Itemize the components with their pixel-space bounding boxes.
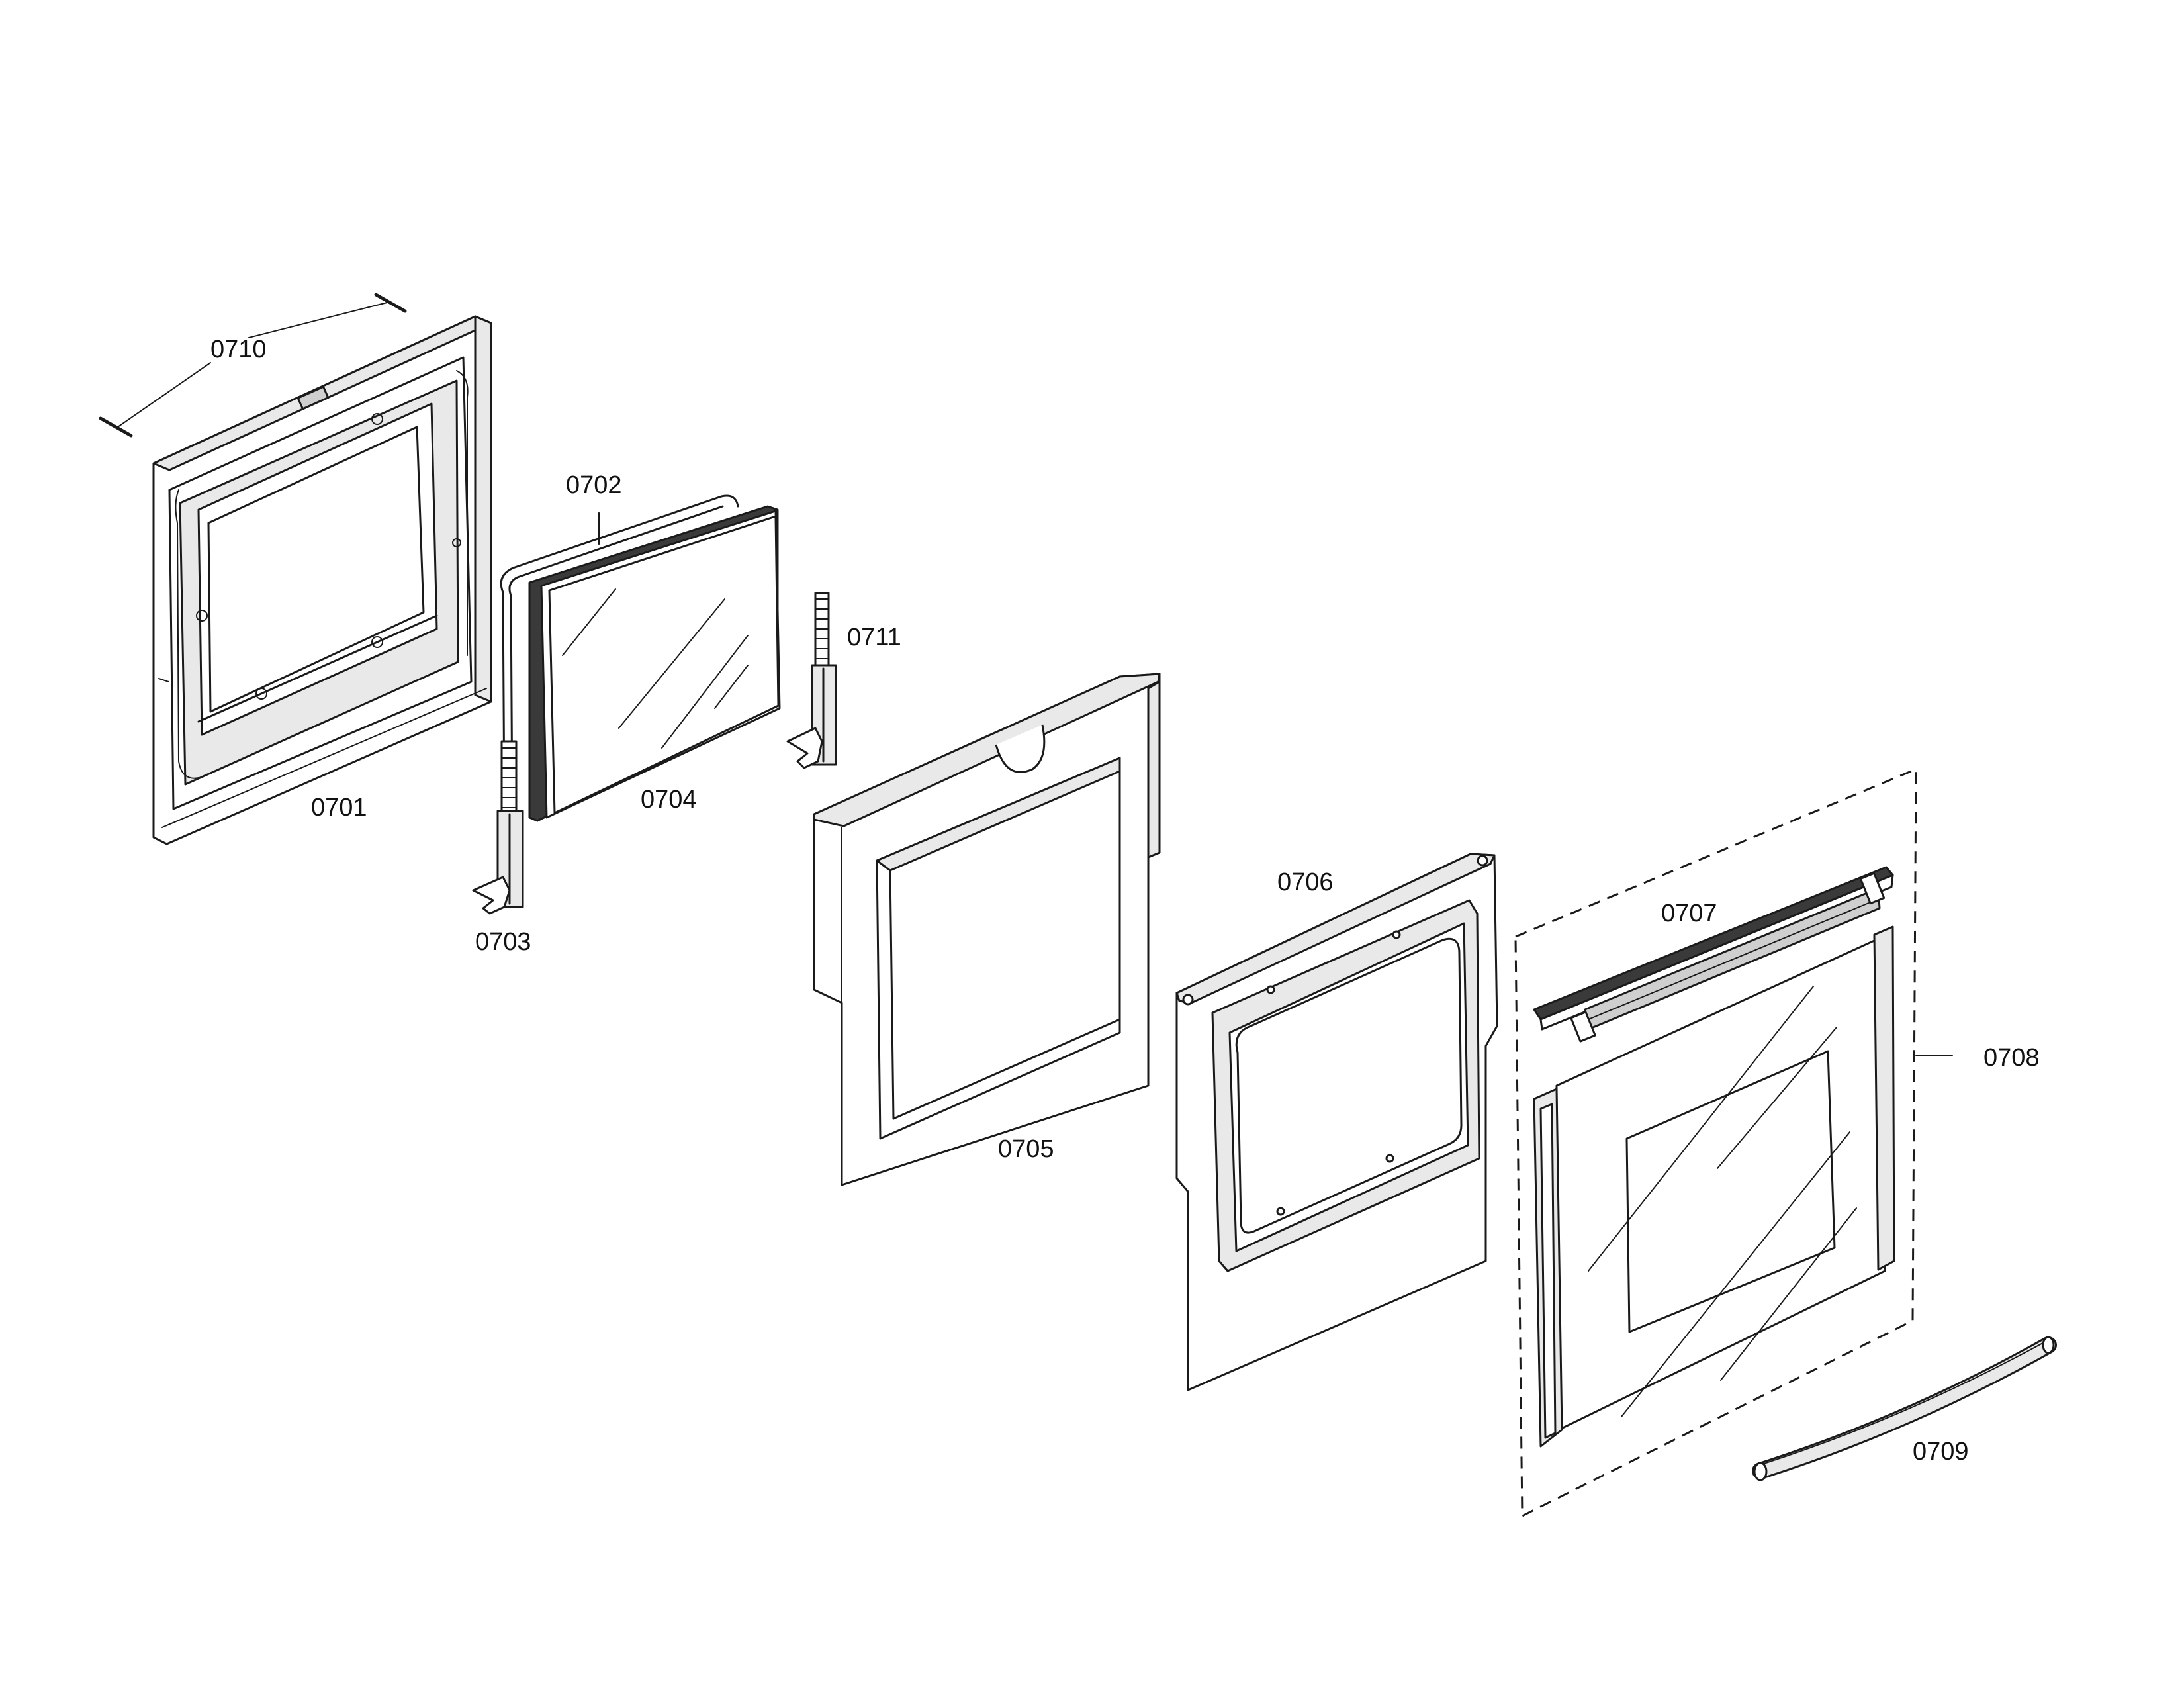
part-0709-handle xyxy=(1752,1336,2057,1481)
part-0704-glass-pack xyxy=(528,505,781,822)
part-0710-pins xyxy=(99,293,407,438)
label-0708: 0708 xyxy=(1983,1044,2040,1072)
label-0709: 0709 xyxy=(1913,1438,1969,1466)
part-0705-insulation xyxy=(813,673,1161,1186)
label-0707: 0707 xyxy=(1661,900,1717,927)
label-0701: 0701 xyxy=(311,794,367,821)
part-0706-door-panel xyxy=(1175,853,1498,1391)
label-0702: 0702 xyxy=(566,471,622,499)
label-0706: 0706 xyxy=(1277,868,1334,896)
label-0710: 0710 xyxy=(210,336,267,363)
part-0707-top-trim xyxy=(1533,866,1894,1043)
part-0708-outer-door xyxy=(1514,767,1953,1518)
label-0704: 0704 xyxy=(641,786,697,814)
part-0711-hinge xyxy=(786,592,837,769)
part-0701-inner-frame xyxy=(152,315,492,845)
part-labels: 0710 0702 0711 0701 0704 0703 0706 0707 … xyxy=(210,336,2040,1466)
label-0703: 0703 xyxy=(475,928,531,956)
label-0705: 0705 xyxy=(998,1135,1054,1163)
label-0711: 0711 xyxy=(847,624,901,651)
part-0703-hinge xyxy=(472,740,524,915)
